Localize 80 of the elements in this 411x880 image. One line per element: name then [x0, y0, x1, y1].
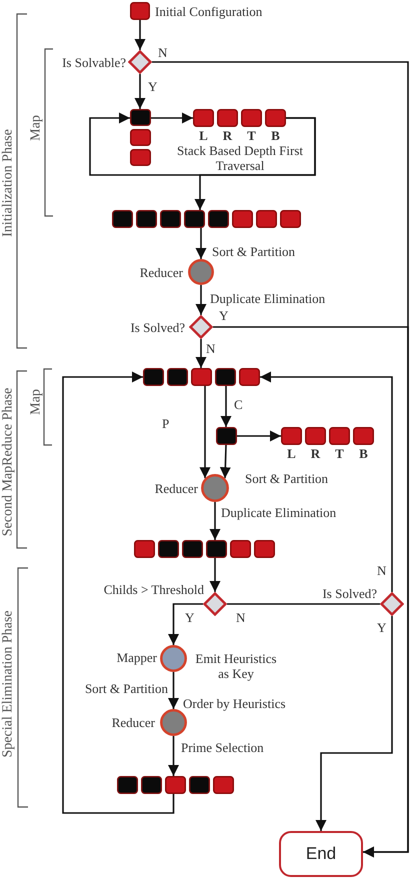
cell-letter: R — [310, 446, 322, 461]
cell-letter: B — [270, 128, 281, 143]
edge-label: N — [206, 341, 216, 356]
edge-label: N — [158, 45, 168, 60]
arrow — [260, 372, 393, 592]
edge-label: Y — [377, 620, 386, 635]
phase-label: Map — [30, 115, 42, 141]
block-array — [117, 776, 234, 794]
arrow — [134, 20, 146, 50]
block-array — [134, 540, 275, 558]
edge-label: C — [234, 397, 243, 412]
block-array — [143, 368, 260, 386]
arrow — [168, 736, 179, 776]
edge-label: Sort & Partition — [245, 471, 328, 486]
node-caption: Reducer — [140, 265, 183, 280]
arrow — [168, 672, 179, 709]
block-array — [281, 427, 374, 445]
node-caption: Is Solvable? — [62, 55, 126, 70]
arrow — [151, 112, 193, 124]
cell-letter: L — [286, 446, 297, 461]
node-caption: Is Solved? — [322, 586, 377, 601]
edge-label: N — [377, 563, 386, 578]
arrow — [237, 430, 281, 442]
connector-line — [227, 603, 380, 605]
decision-diamond — [380, 592, 404, 616]
block-array — [112, 210, 301, 228]
arrow — [220, 444, 231, 478]
arrow — [213, 326, 409, 858]
edge-label: Duplicate Elimination — [210, 291, 326, 306]
node-caption: Reducer — [112, 715, 155, 730]
state-block — [130, 2, 150, 20]
phase-label: Initialization Phase — [2, 129, 14, 237]
block-stack — [130, 109, 151, 166]
node-caption: Emit Heuristics as Key — [194, 651, 278, 681]
state-block — [216, 427, 237, 445]
edge-label: N — [236, 610, 246, 625]
arrow — [210, 558, 220, 592]
block-array — [193, 109, 286, 127]
arrow — [168, 603, 203, 645]
arrow — [196, 339, 206, 368]
cell-letter: R — [222, 128, 234, 143]
arrow — [316, 616, 393, 831]
arrow — [200, 386, 210, 478]
decision-diamond — [189, 315, 213, 339]
arrow — [134, 74, 146, 109]
phase-label: Second MapReduce Phase — [2, 388, 14, 536]
edge-label: Sort & Partition — [212, 244, 296, 259]
cell-letter: T — [246, 128, 257, 143]
edge-label: Prime Selection — [181, 740, 264, 755]
edge-label: Y — [148, 79, 158, 94]
node-caption: Stack Based Depth First Traversal — [176, 143, 304, 173]
node-caption: Is Solved? — [130, 320, 185, 335]
decision-diamond — [203, 592, 227, 616]
node-caption: Order by Heuristics — [183, 696, 286, 711]
reducer-circle — [201, 474, 229, 502]
edge-label: P — [162, 416, 170, 431]
edge-label: Y — [219, 308, 228, 323]
edge-label: Duplicate Elimination — [221, 505, 336, 520]
node-caption: Mapper — [116, 650, 157, 665]
cell-letter: B — [358, 446, 369, 461]
arrow — [220, 386, 232, 427]
arrow — [196, 285, 206, 315]
edge-label: Sort & Partition — [84, 681, 168, 696]
mapper-circle — [160, 645, 187, 672]
arrow — [196, 228, 206, 259]
node-caption: Childs > Threshold — [104, 582, 204, 597]
cell-letter: L — [198, 128, 209, 143]
reducer-circle — [160, 709, 187, 736]
edge-label: Y — [185, 610, 194, 625]
node-caption: Initial Configuration — [155, 4, 262, 19]
cell-letter: T — [334, 446, 345, 461]
arrow — [62, 372, 174, 814]
phase-label: Special Elimination Phase — [2, 610, 14, 758]
arrow — [194, 117, 316, 210]
reducer-circle — [188, 259, 214, 285]
end-terminator: End — [279, 831, 363, 877]
decision-diamond — [128, 50, 152, 74]
arrow — [210, 502, 220, 540]
node-caption: Reducer — [154, 481, 198, 496]
phase-label: Map — [30, 389, 42, 415]
